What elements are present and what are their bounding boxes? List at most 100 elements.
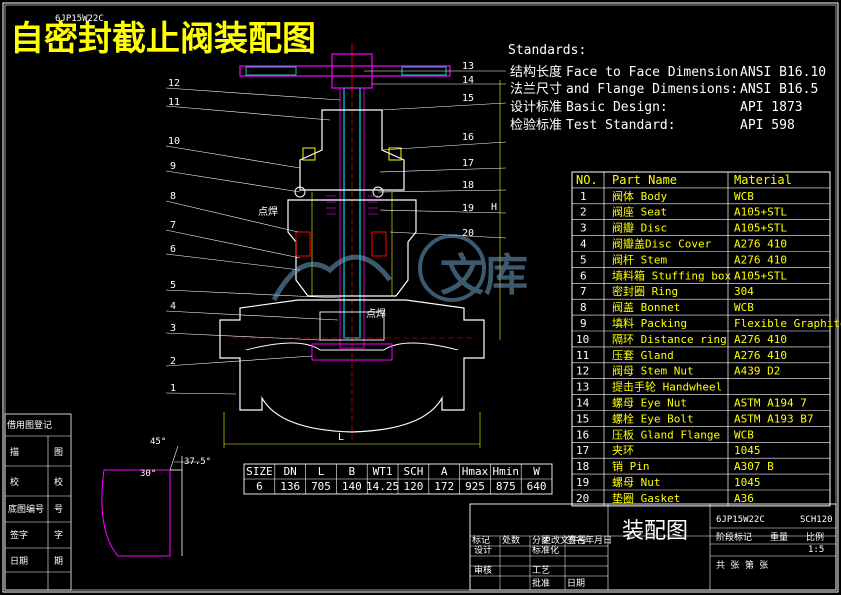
parts-cell-16-2: 1045 [734,444,761,457]
title-row-6: 年月日 [585,534,612,546]
callout-10: 10 [168,136,180,147]
parts-cell-1-2: A105+STL [734,206,787,219]
title-stage-3: 比例 [806,531,824,543]
side-right-1: 图 [54,447,63,458]
dims-header-5: SCH [403,465,423,478]
dims-header-1: DN [284,465,297,478]
parts-cell-8-0: 9 [580,317,587,330]
dims-header-6: A [441,465,448,478]
parts-cell-3-1: 阀瓣盖Disc Cover [612,237,712,251]
dims-header-0: SIZE [246,465,273,478]
side-label-4: 签字 [10,529,28,541]
parts-cell-11-2: A439 D2 [734,365,780,378]
parts-cell-0-0: 1 [580,190,587,203]
parts-cell-5-2: A105+STL [734,269,787,282]
side-header: 借用图登记 [7,419,52,431]
parts-cell-4-2: A276 410 [734,253,787,266]
parts-cell-4-1: 阀杆 Stem [612,252,667,266]
parts-cell-17-2: A307 B [734,460,774,473]
callout-2: 2 [170,356,176,367]
dim-label-H: H [491,202,497,213]
dims-header-7: Hmax [462,465,489,478]
standards-line-2-right: ANSI B16.5 [740,82,818,97]
callout-9: 9 [170,161,176,172]
callout-labels: 12 11 10 9 8 7 6 5 4 3 2 1 13 14 15 16 1… [168,61,474,394]
standards-heading: Standards: [508,43,586,58]
dims-header-9: W [533,465,540,478]
side-label-1: 描 [10,446,19,458]
parts-cell-5-1: 填料箱 Stuffing box [612,268,731,282]
parts-cell-5-0: 6 [580,269,587,282]
parts-cell-0-2: WCB [734,190,754,203]
dims-value-5: 120 [403,480,423,493]
standards-line-4-left: 检验标准 [510,117,562,133]
parts-cell-3-0: 4 [580,238,587,251]
standards-block: Standards: 结构长度 Face to Face Dimension A… [508,43,826,133]
callout-12: 12 [168,78,180,89]
standards-line-4-right: API 598 [740,118,795,133]
parts-cell-14-2: ASTM A193 B7 [734,412,813,425]
parts-cell-7-2: WCB [734,301,754,314]
parts-cell-3-2: A276 410 [734,238,787,251]
parts-cell-9-2: A276 410 [734,333,787,346]
dims-header-4: WT1 [373,465,393,478]
parts-cell-7-0: 8 [580,301,587,314]
parts-cell-13-0: 14 [576,397,590,410]
parts-cell-7-1: 阀盖 Bonnet [612,300,680,314]
side-label-3: 底图编号 [8,503,44,515]
title-approve-2: 日期 [567,578,585,589]
parts-cell-12-1: 提击手轮 Handwheel [612,380,722,394]
title-stage-1: 阶段标记 [716,531,752,543]
parts-cell-2-1: 阀瓣 Disc [612,221,667,235]
title-scale: 1:5 [808,545,824,555]
title-row-4: 更改文件号 [542,534,587,546]
parts-cell-19-0: 20 [576,492,589,505]
parts-header-0: NO. [576,173,598,187]
parts-cell-0-1: 阀体 Body [612,189,667,203]
parts-cell-9-0: 10 [576,333,589,346]
watermark: 文库 [271,234,528,302]
title-role-1: 设计 [474,544,492,556]
dims-value-6: 172 [434,480,454,493]
parts-cell-6-0: 7 [580,285,587,298]
title-overlay-code: 6JP15W22C [55,14,104,24]
angle-30: 30° [140,469,156,479]
title-role-2: 标准化 [532,544,559,556]
side-label-5: 日期 [10,556,28,567]
parts-cell-13-2: ASTM A194 7 [734,397,807,410]
parts-cell-17-1: 销 Pin [612,459,650,473]
callout-8: 8 [170,191,176,202]
parts-cell-14-0: 15 [576,412,589,425]
title-drawing-no: 6JP15W22C [716,515,765,525]
dims-value-1: 136 [280,480,300,493]
page-title: 自密封截止阀装配图 [10,19,316,59]
parts-cell-17-0: 18 [576,460,589,473]
dims-value-0: 6 [256,480,263,493]
parts-cell-2-2: A105+STL [734,222,787,235]
parts-cell-13-1: 螺母 Eye Nut [612,397,687,410]
parts-cell-19-2: A36 [734,492,754,505]
weld-note-2: 点焊 [366,308,386,320]
standards-line-2-mid: and Flange Dimensions: [566,82,738,97]
parts-cell-6-2: 304 [734,285,754,298]
angle-45: 45° [150,437,166,447]
parts-cell-8-2: Flexible Graphite [734,317,841,330]
dims-value-4: 14.25 [366,480,399,493]
parts-cell-16-1: 夹环 [612,444,634,457]
callout-1: 1 [170,383,176,394]
parts-cell-9-1: 隔环 Distance ring [612,333,727,346]
callout-15: 15 [462,93,474,104]
dims-value-7: 925 [465,480,485,493]
weld-detail: 45° 30° 37.5° [101,437,211,557]
title-approve-1: 批准 [532,577,550,589]
parts-cell-4-0: 5 [580,253,587,266]
side-right-5: 期 [54,556,63,567]
title-role-4: 工艺 [532,565,550,576]
dims-value-9: 640 [527,480,547,493]
callout-3: 3 [170,323,176,334]
dims-value-3: 140 [342,480,362,493]
callout-5: 5 [170,280,176,291]
title-role-3: 审核 [474,564,492,576]
callout-20: 20 [462,228,474,239]
